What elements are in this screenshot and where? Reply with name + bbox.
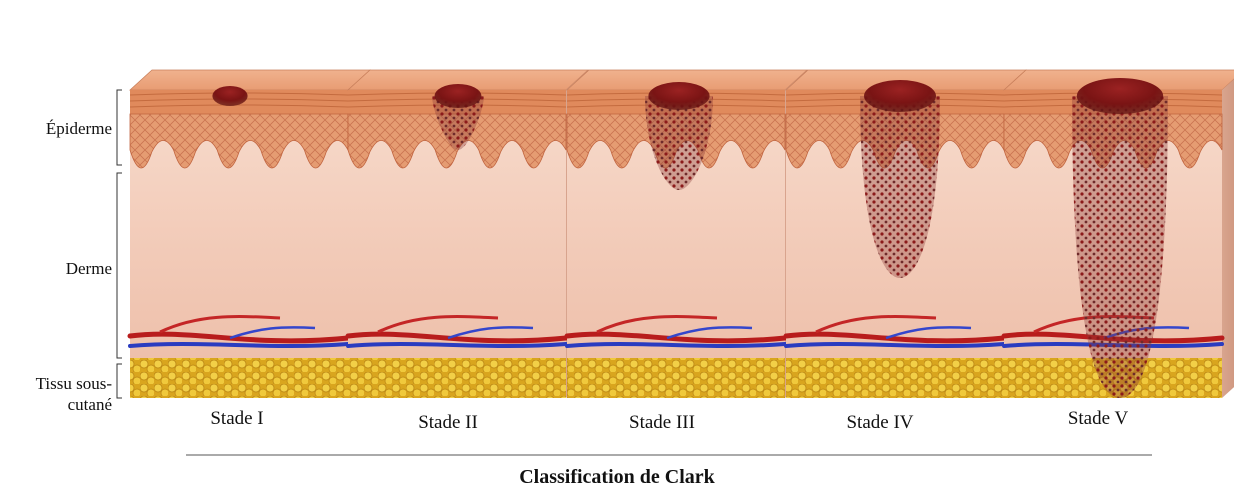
layer-brackets xyxy=(117,90,122,398)
vein xyxy=(348,344,566,346)
tumor-nodule xyxy=(212,86,247,106)
subcutaneous-fat xyxy=(130,358,348,398)
vein xyxy=(130,344,348,346)
subcutaneous-label-line2: cutané xyxy=(0,394,112,415)
tumor-nodule xyxy=(648,82,709,110)
subcutaneous-fat xyxy=(348,358,566,398)
stage-label-1: Stade I xyxy=(157,408,317,430)
subcutaneous-fat xyxy=(786,358,1004,398)
vein xyxy=(786,344,1004,346)
dermis-label: Derme xyxy=(0,258,112,279)
stage-label-5: Stade V xyxy=(1018,408,1178,430)
stage-label-4: Stade IV xyxy=(800,412,960,434)
tumor-nodule xyxy=(1077,78,1163,114)
block-side-face xyxy=(1222,70,1234,398)
stage-label-3: Stade III xyxy=(582,412,742,434)
skin-block-4 xyxy=(786,70,1026,398)
tumor-nodule xyxy=(864,80,936,112)
subcutaneous-label-line1: Tissu sous- xyxy=(0,373,112,394)
tumor-nodule xyxy=(435,84,482,108)
skin-block-5 xyxy=(1004,70,1234,398)
epidermis-label: Épiderme xyxy=(0,118,112,139)
skin-block-2 xyxy=(348,70,588,398)
subcutaneous-fat xyxy=(567,358,785,398)
skin-block-1 xyxy=(130,70,370,398)
subcutaneous-label: Tissu sous- cutané xyxy=(0,373,112,415)
skin-block-3 xyxy=(567,70,807,398)
stage-label-2: Stade II xyxy=(368,412,528,434)
vein xyxy=(567,344,785,346)
skin-surface xyxy=(130,70,370,90)
diagram-caption: Classification de Clark xyxy=(0,466,1234,489)
